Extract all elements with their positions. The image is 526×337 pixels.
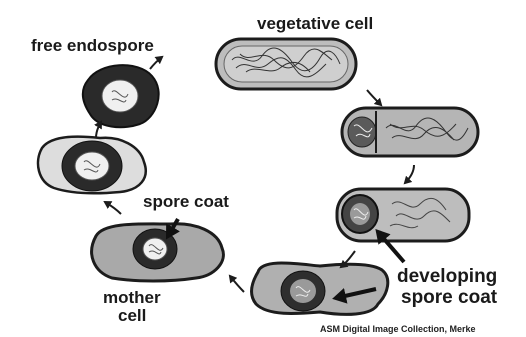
label-developing-spore-coat: spore coat	[401, 287, 498, 308]
label-spore-coat: spore coat	[143, 192, 229, 211]
label-cell: cell	[118, 306, 146, 325]
septum-cell	[342, 108, 478, 156]
label-mother: mother	[103, 288, 161, 307]
developing-spore-cell	[252, 263, 388, 314]
arrow-free-release	[150, 57, 162, 69]
arrow-veg-to-septum	[367, 90, 381, 105]
free-endospore	[83, 65, 159, 127]
image-credit: ASM Digital Image Collection, Merke	[320, 324, 476, 334]
mother-cell	[92, 224, 224, 281]
arrow-mother-to-lysing	[105, 202, 121, 214]
lysing-cell	[38, 137, 146, 194]
arrow-lysing-to-free	[96, 122, 101, 138]
label-vegetative-cell: vegetative cell	[257, 14, 373, 33]
label-developing: developing	[397, 266, 497, 287]
label-free-endospore: free endospore	[31, 36, 154, 55]
forespore-cell	[337, 189, 469, 241]
arrow-septum-to-forespore	[405, 165, 414, 183]
vegetative-cell	[216, 39, 356, 89]
arrow-developing-to-mother	[230, 276, 244, 292]
